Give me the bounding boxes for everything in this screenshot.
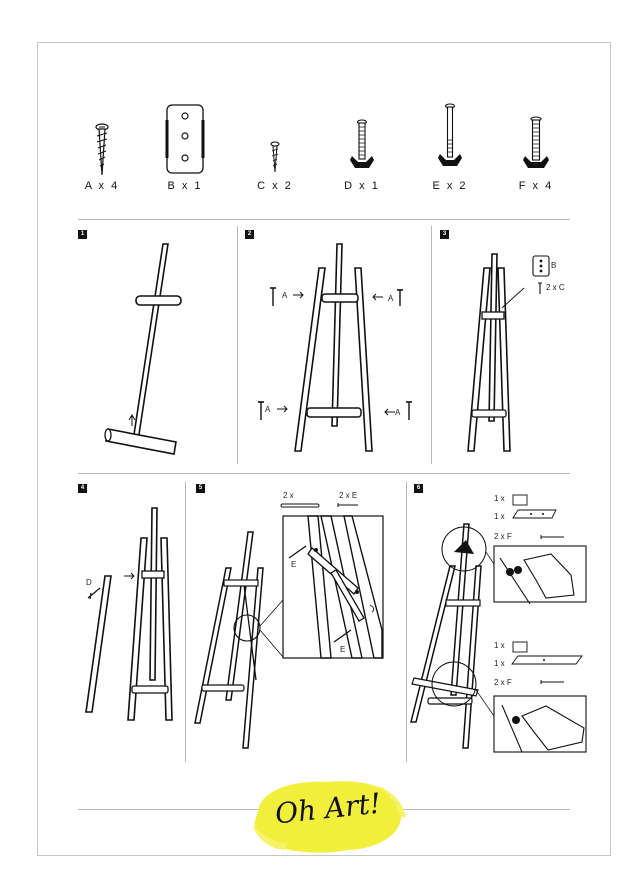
bolt-d-icon [87, 587, 101, 600]
corner-plate-icon [512, 494, 528, 506]
screw-a-icon [258, 401, 264, 420]
label-e: E [291, 560, 297, 569]
part-e: E x 2 [410, 100, 490, 200]
step-5-illustration [194, 503, 384, 749]
screw-c-icon [538, 282, 542, 294]
divider [78, 473, 570, 474]
label-1x: 1 x [494, 659, 505, 668]
bar-icon [280, 503, 320, 508]
label-2x: 2 x [283, 491, 294, 500]
divider [406, 482, 407, 762]
step-6-illustration [410, 494, 587, 753]
bolt-e-icon [333, 629, 352, 643]
label-d: D [86, 578, 92, 587]
label-e: E [340, 645, 346, 654]
part-a: A x 4 [62, 100, 142, 200]
part-label: C x 2 [257, 180, 293, 192]
label-a: A [265, 405, 271, 414]
step-1-illustration [104, 243, 182, 455]
part-d: D x 1 [322, 100, 402, 200]
paint-splash [252, 781, 406, 853]
wing-bolt-short-icon [350, 119, 374, 168]
wing-bolt-medium-icon [523, 116, 549, 168]
label-2xe: 2 x E [339, 491, 358, 500]
small-screw-icon [270, 141, 280, 173]
wood-screw-icon [95, 123, 109, 176]
label-2xf: 2 x F [494, 532, 512, 541]
divider [78, 219, 570, 220]
screw-a-icon [397, 289, 403, 306]
corner-plate-icon [512, 641, 528, 653]
step-number: 4 [78, 484, 87, 493]
wing-bolt-long-icon [438, 103, 462, 166]
screw-a-icon [406, 401, 412, 420]
divider [237, 226, 238, 464]
divider [185, 482, 186, 762]
label-1x: 1 x [494, 494, 505, 503]
part-label: D x 1 [344, 180, 380, 192]
step-number: 3 [440, 230, 449, 239]
label-2xc: 2 x C [546, 283, 565, 292]
part-label: F x 4 [518, 180, 554, 192]
part-label: E x 2 [432, 180, 468, 192]
part-b: B x 1 [145, 100, 225, 200]
part-c: C x 2 [235, 100, 315, 200]
part-label: A x 4 [84, 180, 120, 192]
step-3-illustration [467, 253, 550, 452]
bolt-e-icon [288, 545, 307, 559]
brand-logo: Oh Art! [248, 772, 408, 856]
label-b: B [551, 261, 557, 270]
bolt-e-icon [337, 503, 358, 507]
label-1x: 1 x [494, 512, 505, 521]
step-2-illustration [258, 243, 412, 452]
divider [431, 226, 432, 464]
label-2xf: 2 x F [494, 678, 512, 687]
label-1x: 1 x [494, 641, 505, 650]
label-a: A [388, 294, 394, 303]
screw-a-icon [270, 287, 276, 306]
bracket-icon [512, 509, 557, 519]
step-4-illustration [85, 507, 173, 721]
step-number: 2 [245, 230, 254, 239]
part-f: F x 4 [496, 100, 576, 200]
bolt-f-icon [540, 680, 564, 684]
page-frame [37, 42, 611, 856]
part-label: B x 1 [167, 180, 203, 192]
label-a: A [282, 291, 288, 300]
step-number: 5 [196, 484, 205, 493]
bolt-f-icon [540, 535, 564, 539]
step-number: 6 [414, 484, 423, 493]
step-number: 1 [78, 230, 87, 239]
metal-plate-icon [165, 104, 205, 174]
long-bracket-icon [511, 655, 583, 665]
label-a: A [395, 408, 401, 417]
